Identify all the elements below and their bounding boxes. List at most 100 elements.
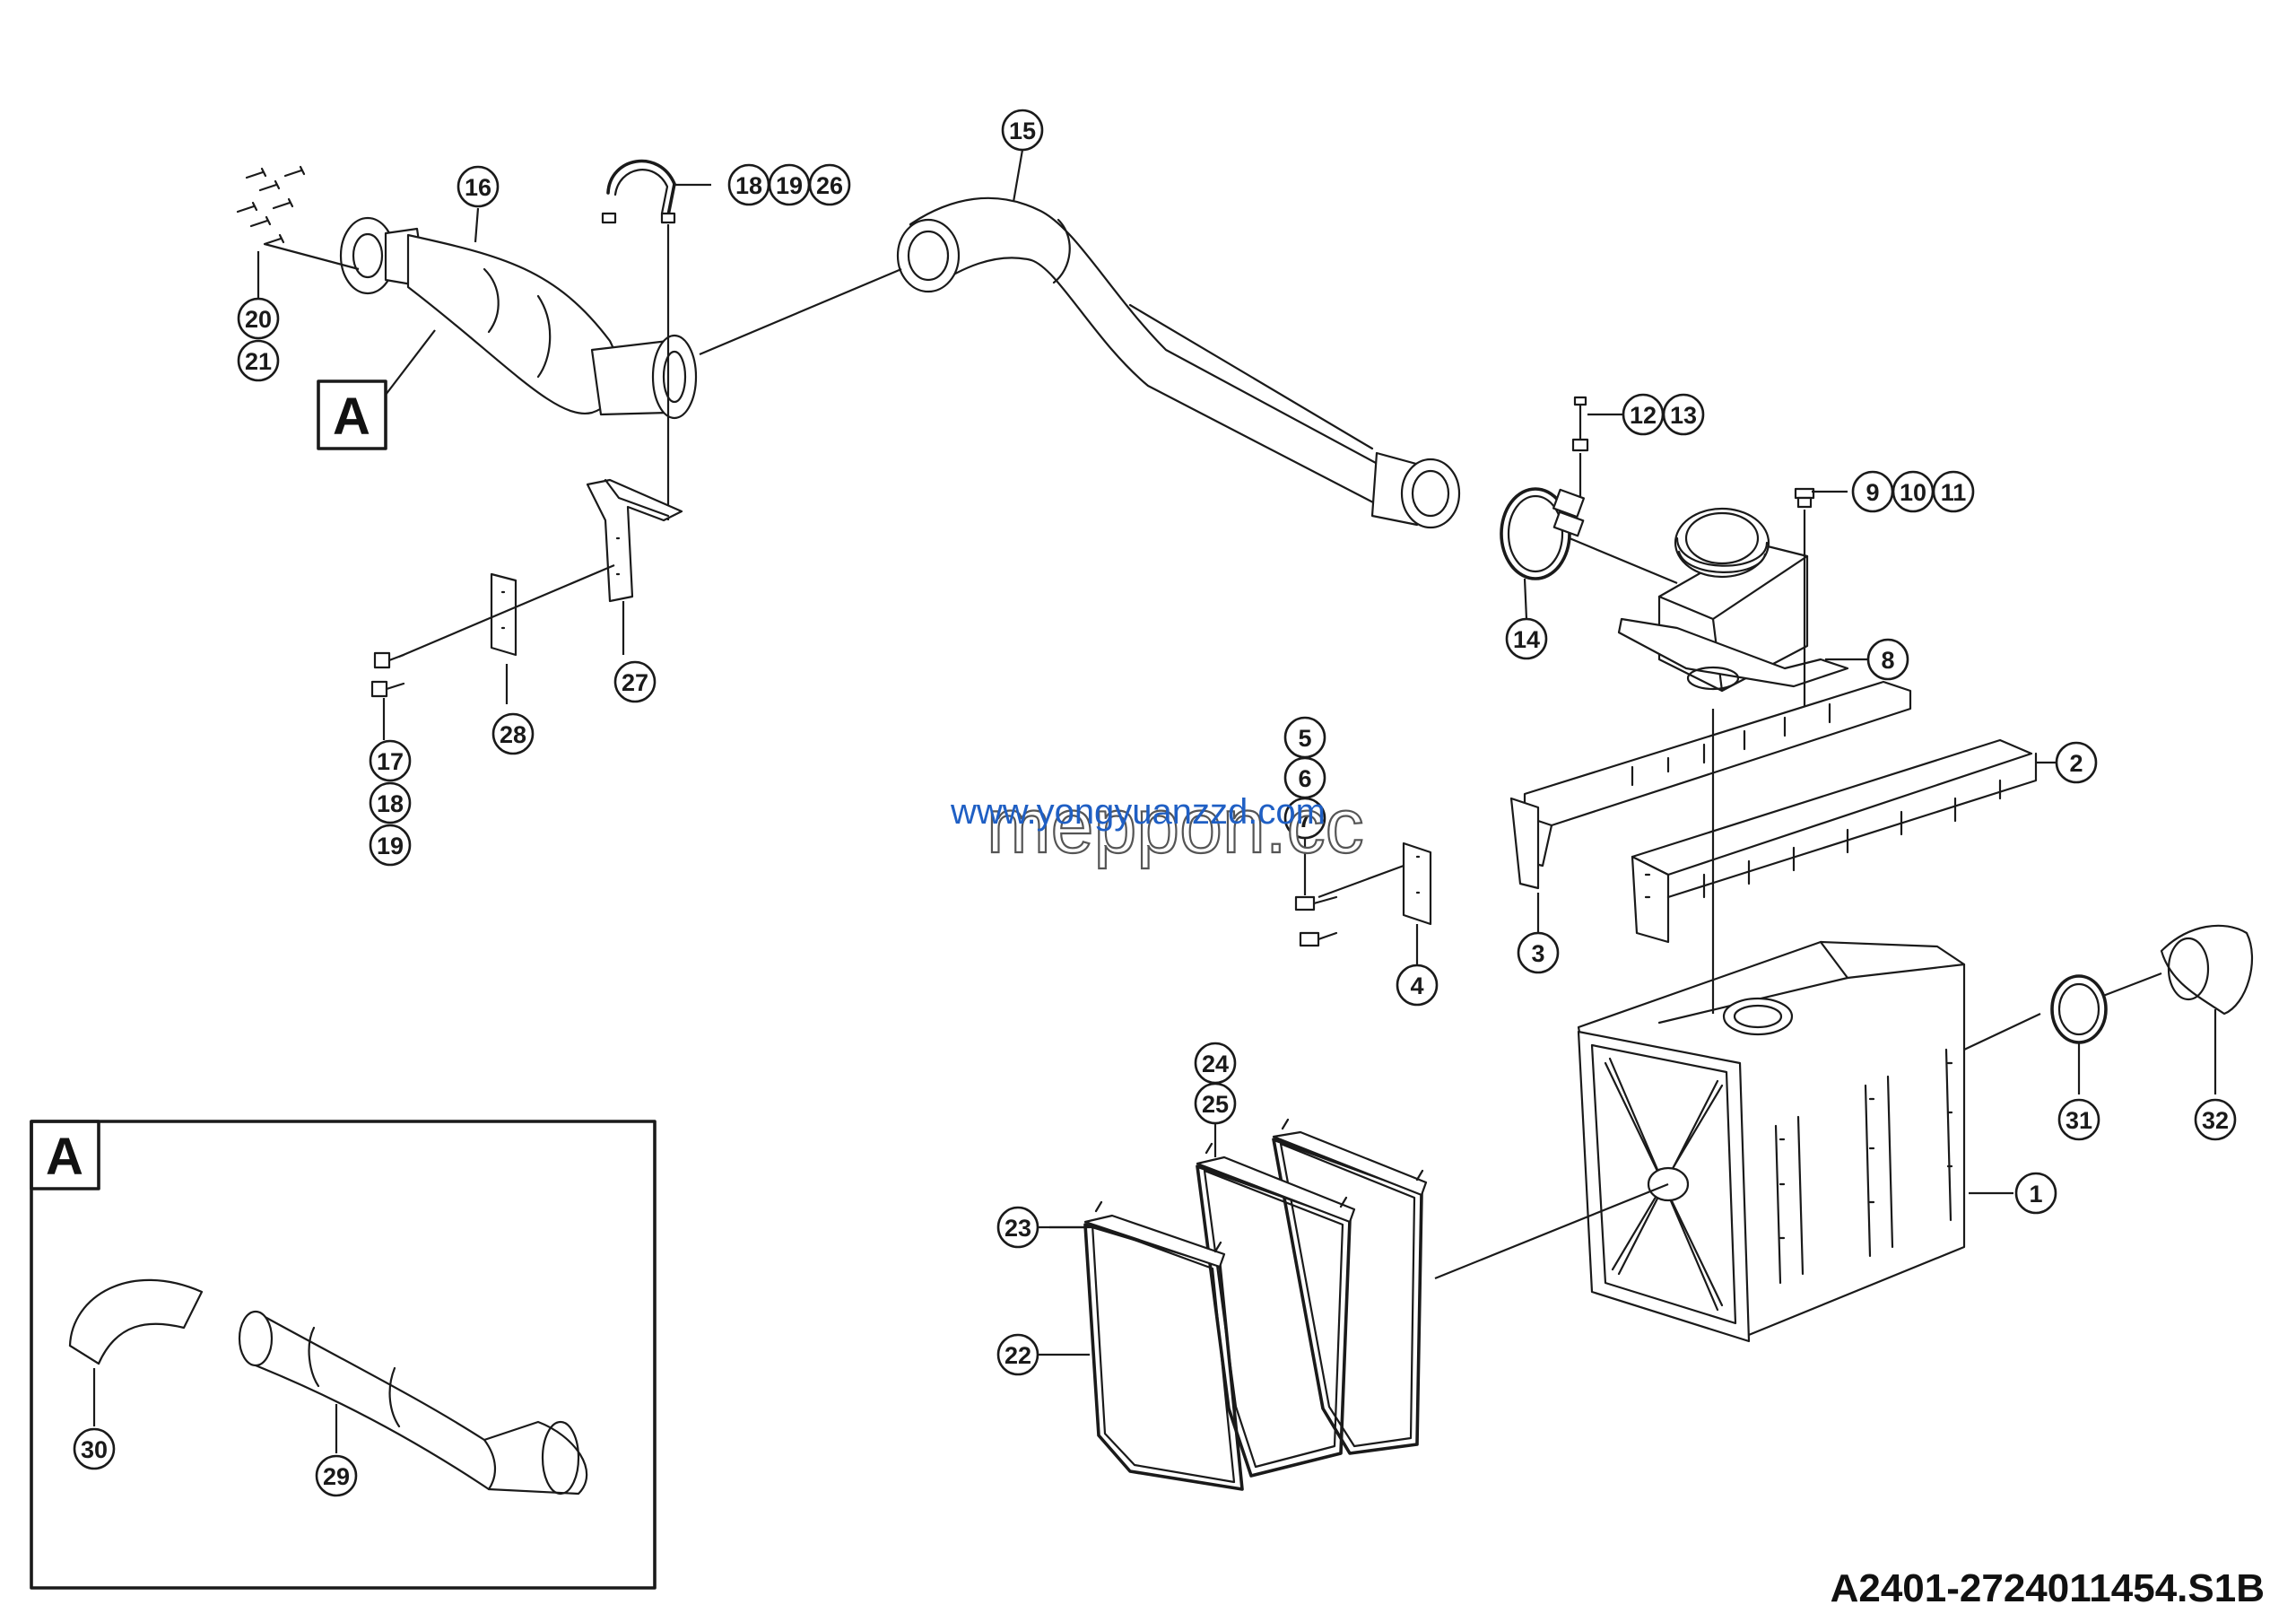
callout-29: 29 (315, 1454, 358, 1497)
callout-6: 6 (1283, 756, 1326, 799)
callout-2: 2 (2055, 741, 2098, 784)
part-4-plate (1318, 842, 1432, 964)
svg-text:27: 27 (622, 669, 648, 696)
callout-11: 11 (1932, 470, 1975, 513)
callout-21: 21 (237, 339, 280, 382)
callout-18: 18 (369, 781, 412, 824)
svg-text:5: 5 (1298, 725, 1311, 752)
callout-10: 10 (1892, 470, 1935, 513)
bolt-12-13 (1571, 396, 1589, 498)
svg-text:19: 19 (377, 833, 404, 859)
svg-text:22: 22 (1004, 1342, 1031, 1369)
svg-text:3: 3 (1531, 940, 1544, 967)
callout-32: 32 (2194, 1098, 2237, 1141)
part-14-clamp (1500, 487, 1678, 585)
callout-13: 13 (1662, 393, 1705, 436)
part-29-pipe (249, 1312, 588, 1496)
callout-4: 4 (1396, 964, 1439, 1007)
part-27-hanger-bracket (586, 478, 683, 655)
part-1-muffler (1434, 709, 2041, 1343)
svg-text:26: 26 (816, 172, 843, 199)
callout-16: 16 (457, 165, 500, 208)
part-8-inlet-bracket (1617, 507, 1870, 693)
watermark-meppon: meppon.cc (987, 783, 1364, 869)
callout-17: 17 (369, 739, 412, 782)
callout-12: 12 (1622, 393, 1665, 436)
callout-19: 19 (369, 824, 412, 867)
svg-text:16: 16 (465, 174, 491, 201)
bolts-5-6-7 (1294, 836, 1338, 947)
svg-text:13: 13 (1670, 402, 1697, 429)
part-32-elbow-ring (2160, 924, 2254, 1094)
part-28-plate (398, 563, 615, 704)
part-3-support-rail (1509, 680, 1912, 937)
part-30-heat-shield (68, 1278, 204, 1365)
screw-set-20-21 (236, 165, 360, 271)
part-2-main-rail (1631, 738, 2076, 944)
detail-view-a: A (30, 1120, 657, 1590)
svg-text:12: 12 (1630, 402, 1657, 429)
callout-30: 30 (73, 1427, 116, 1470)
callout-19b: 19 (768, 163, 811, 206)
svg-text:8: 8 (1881, 647, 1894, 674)
part-31-ring (2050, 972, 2162, 1094)
svg-text:31: 31 (2066, 1107, 2092, 1134)
svg-text:24: 24 (1202, 1051, 1229, 1077)
callout-18b: 18 (727, 163, 770, 206)
svg-text:21: 21 (245, 348, 272, 375)
svg-text:32: 32 (2202, 1107, 2229, 1134)
part-22-23-straps (1038, 1118, 1428, 1491)
svg-text:17: 17 (377, 748, 404, 775)
callout-7: 7 (1283, 797, 1326, 840)
svg-text:25: 25 (1202, 1091, 1229, 1118)
callouts: 1 2 3 4 5 6 7 8 9 10 11 12 13 14 15 16 1… (73, 109, 2237, 1497)
callout-22: 22 (996, 1333, 1039, 1376)
svg-text:11: 11 (1941, 479, 1967, 506)
svg-text:1: 1 (2029, 1181, 2042, 1208)
svg-text:19: 19 (776, 172, 803, 199)
callout-27: 27 (613, 660, 657, 703)
svg-text:10: 10 (1900, 479, 1926, 506)
svg-text:14: 14 (1513, 626, 1540, 653)
callout-1: 1 (2014, 1172, 2057, 1215)
part-15-long-pipe (699, 196, 1461, 529)
watermark-url: www.yongyuanzzd.com (950, 792, 1326, 832)
callout-5: 5 (1283, 716, 1326, 759)
detail-reference-box: A (317, 329, 436, 450)
callout-8: 8 (1866, 638, 1909, 681)
svg-text:18: 18 (377, 790, 404, 817)
callout-25: 25 (1194, 1082, 1237, 1125)
drawing-code: A2401-2724011454.S1B (1831, 1566, 2265, 1610)
part-18-19-26-strap (601, 159, 711, 520)
callout-28: 28 (491, 712, 535, 755)
callout-31: 31 (2057, 1098, 2100, 1141)
svg-text:15: 15 (1009, 118, 1036, 144)
callout-24: 24 (1194, 1042, 1237, 1085)
callout-15: 15 (1001, 109, 1044, 152)
svg-text:18: 18 (735, 172, 762, 199)
svg-text:29: 29 (323, 1463, 350, 1490)
svg-text:6: 6 (1298, 765, 1311, 792)
svg-text:20: 20 (245, 306, 272, 333)
nut-9-10-11 (1794, 487, 1848, 718)
leader-lines (257, 149, 1623, 1229)
svg-text:7: 7 (1298, 806, 1311, 833)
callout-9: 9 (1851, 470, 1894, 513)
callout-23: 23 (996, 1206, 1039, 1249)
svg-text:30: 30 (81, 1436, 108, 1463)
svg-text:28: 28 (500, 721, 526, 748)
svg-text:2: 2 (2069, 750, 2083, 777)
svg-text:23: 23 (1004, 1215, 1031, 1242)
detail-view-label: A (46, 1128, 83, 1186)
callout-26: 26 (808, 163, 851, 206)
callout-20: 20 (237, 297, 280, 340)
callout-14: 14 (1505, 617, 1548, 660)
svg-text:9: 9 (1866, 479, 1879, 506)
part-16-exhaust-pipe (339, 216, 698, 420)
watermark: meppon.cc www.yongyuanzzd.com (950, 782, 1365, 870)
callout-3: 3 (1517, 931, 1560, 974)
detail-reference-label: A (333, 388, 370, 446)
svg-text:4: 4 (1410, 972, 1423, 999)
bolts-17-18-19 (370, 651, 405, 740)
